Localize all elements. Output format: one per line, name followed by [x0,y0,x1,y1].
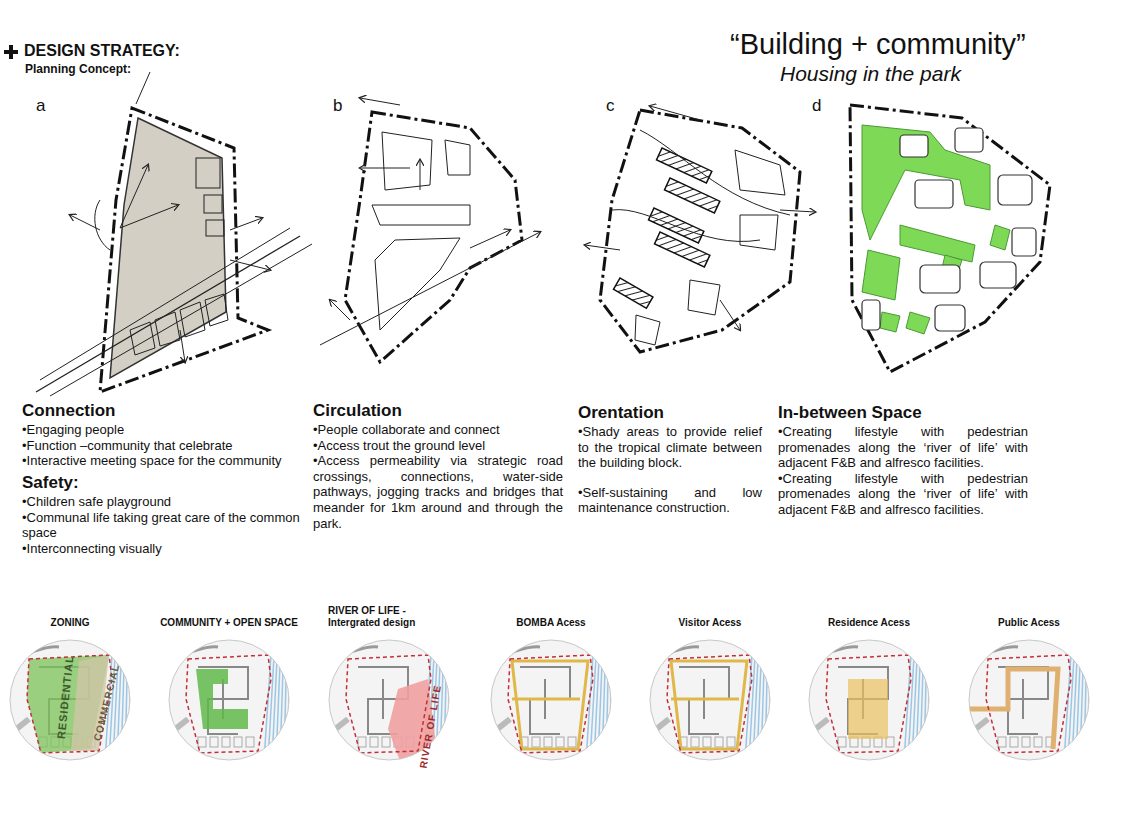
bullet-text: •Communal life taking great care of the … [22,510,312,541]
map-circle: COMMUNITY + OPEN SPACE [168,639,290,761]
map-circle: Visitor Acess [649,639,771,761]
map-circle: ZONINGRESIDENTIALCOMMERCIAL [9,639,131,761]
bullet-text: •Shady areas to provide relief to the tr… [578,424,762,471]
heading-label: Housing in the park [780,62,961,86]
map-circle: Residence Acess [808,639,930,761]
bullet-text: •Self-sustaining and low maintenance con… [578,485,762,516]
panel-letter: b [333,96,342,116]
section-heading: Circulation [313,400,563,422]
panel-letter: c [606,96,615,116]
text-column: In-between Space•Creating lifestyle with… [778,402,1028,518]
bullet-text: •Children safe playground [22,494,312,510]
section-heading: Safety: [22,472,312,494]
circle-heading: RIVER OF LIFE - Intergrated design [328,605,443,629]
section-heading: Connection [22,400,312,422]
circle-heading: COMMUNITY + OPEN SPACE [154,617,304,629]
circle-heading: Residence Acess [794,617,944,629]
section-heading: Orentation [578,402,762,424]
bullet-text: •People collaborate and connect [313,422,563,438]
heading-label: Planning Concept: [25,62,131,76]
bullet-text: •Function –community that celebrate [22,438,312,454]
bullet-text: •Engaging people [22,422,312,438]
heading-label: DESIGN STRATEGY: [24,42,180,60]
bullet-text: •Creating lifestyle with pedestrian prom… [778,424,1028,471]
title: “Building + community” [730,28,1026,61]
text-column: Connection•Engaging people•Function –com… [22,400,312,556]
map-circle: BOMBA Acess [490,639,612,761]
circle-heading: BOMBA Acess [476,617,626,629]
map-circle: Public Acess [968,639,1090,761]
panel-letter: d [812,96,821,116]
bullet-text: •Creating lifestyle with pedestrian prom… [778,471,1028,518]
circle-heading: Public Acess [954,617,1104,629]
text-column: Orentation•Shady areas to provide relief… [578,402,762,516]
bullet-text: •Interconnecting visually [22,541,312,557]
panel-letter: a [36,96,45,116]
map-circle: RIVER OF LIFE - Intergrated designRIVER … [328,639,450,761]
text-column: Circulation•People collaborate and conne… [313,400,563,531]
section-heading: In-between Space [778,402,1028,424]
circle-heading: ZONING [0,617,145,629]
bullet-text: •Interactive meeting space for the commu… [22,453,312,469]
bullet-text: •Access permeability via strategic road … [313,453,563,531]
bullet-text: •Access trout the ground level [313,438,563,454]
circle-heading: Visitor Acess [635,617,785,629]
